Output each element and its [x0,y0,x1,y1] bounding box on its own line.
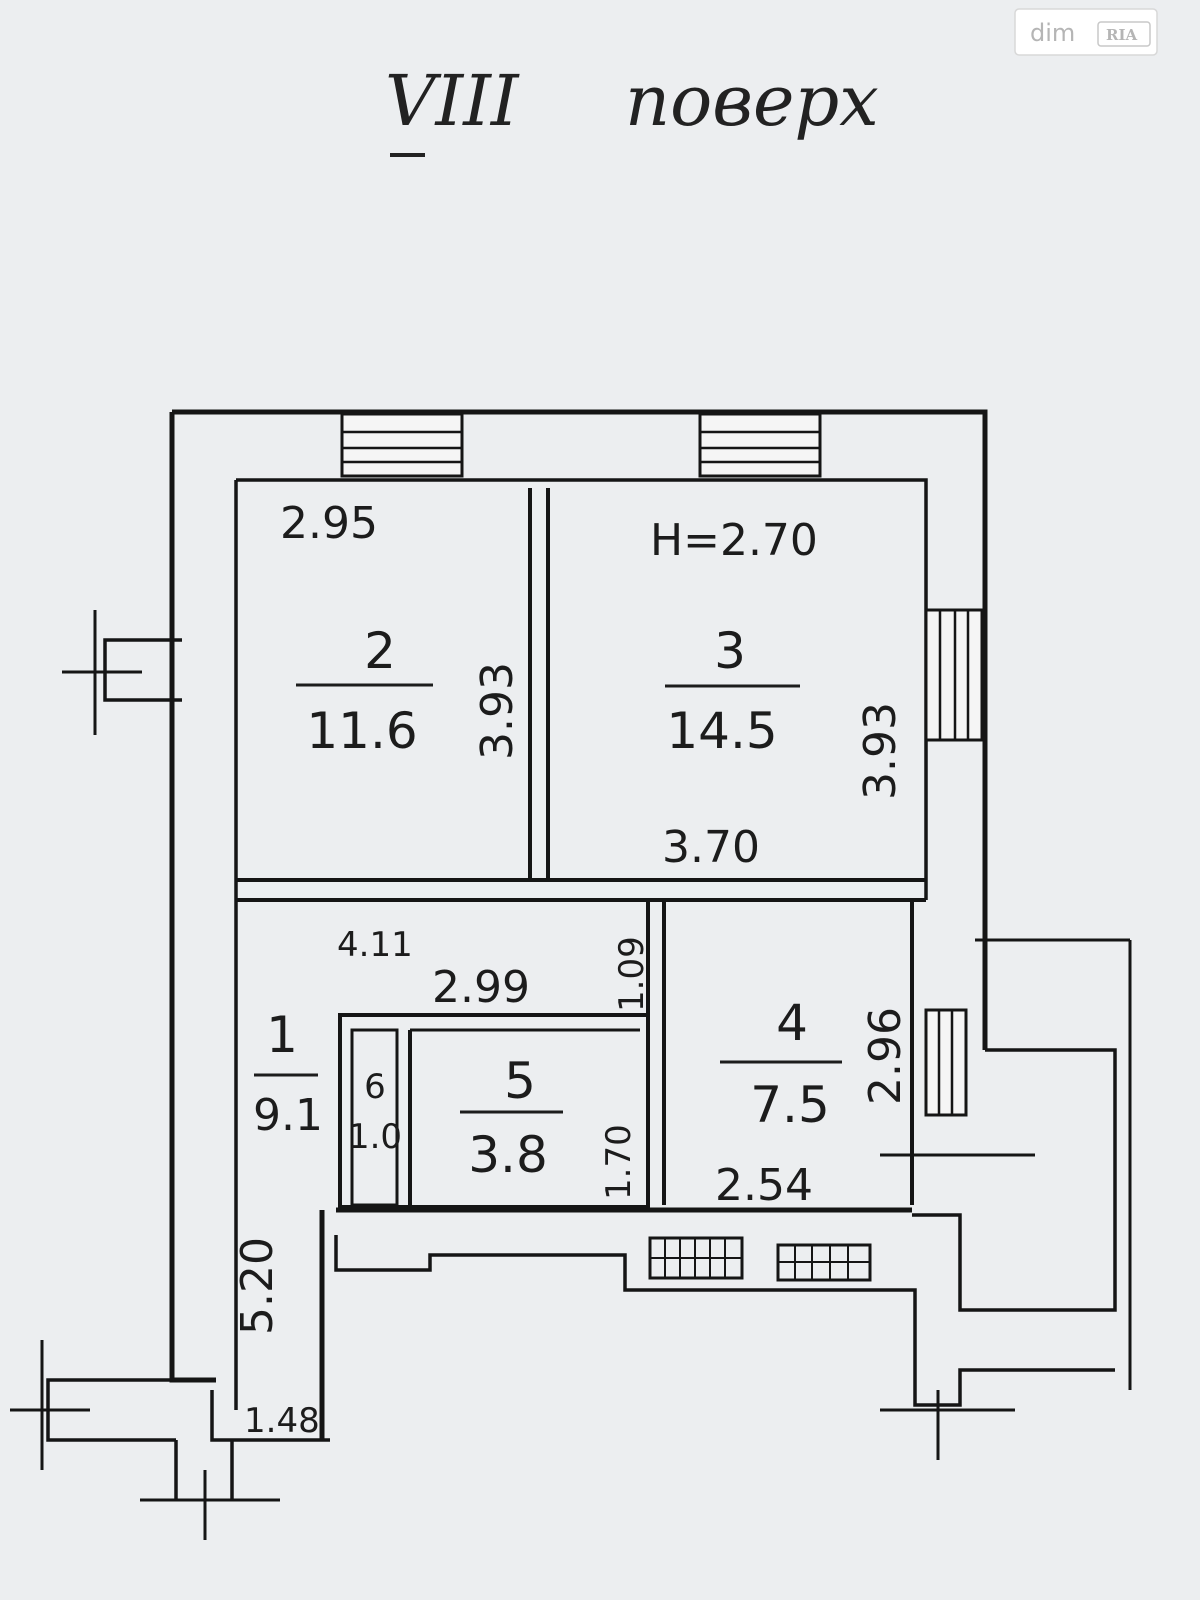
room-2: 2 11.6 [296,622,433,760]
room-3-area: 14.5 [666,702,777,760]
room-6: 6 1.0 [348,1067,402,1157]
windows [340,412,984,1117]
dim-room5-depth: 1.70 [599,1124,639,1200]
room-5-area: 3.8 [468,1126,548,1184]
room-1-area: 9.1 [253,1090,323,1141]
room-3-number: 3 [714,622,746,680]
dim-room3-width: 3.70 [662,822,760,873]
dim-corridor-length: 4.11 [337,925,413,965]
room-1-number: 1 [266,1006,298,1064]
ceiling-height-label: H=2.70 [650,515,818,566]
dim-corridor-inner: 2.99 [432,962,530,1013]
room-4-number: 4 [776,994,808,1052]
room-6-number: 6 [364,1067,386,1107]
room-1: 1 9.1 [253,1006,323,1141]
floor-word: поверх [625,60,879,142]
kitchen-grid-symbols [648,1236,872,1282]
room-2-number: 2 [364,622,396,680]
dimension-labels: 2.95 3.93 3.93 3.70 4.11 2.99 1.09 2.96 … [232,498,911,1441]
floor-roman: VIII [385,60,520,142]
dim-room2-width: 2.95 [280,498,378,549]
watermark: dim RIA [1014,8,1158,56]
interior-walls [236,488,1132,1460]
room-2-area: 11.6 [306,702,417,760]
room-4: 4 7.5 [720,994,842,1134]
dim-room4-depth: 2.96 [860,1007,911,1105]
room-4-area: 7.5 [750,1076,830,1134]
room-5-number: 5 [504,1052,536,1110]
room-5: 5 3.8 [460,1052,563,1184]
room-3: 3 14.5 [665,622,800,760]
dim-hall-length: 5.20 [232,1237,283,1335]
watermark-brand: dim [1030,19,1075,47]
dim-room2-depth: 3.93 [472,662,523,760]
dim-corridor-gap: 1.09 [612,936,652,1012]
dim-room3-depth: 3.93 [855,702,906,800]
room-6-area: 1.0 [348,1117,402,1157]
dim-hall-width: 1.48 [244,1401,320,1441]
outer-walls [10,409,988,1540]
floor-title: VIII поверх [385,60,879,157]
dim-room4-width: 2.54 [715,1160,813,1211]
watermark-sub: RIA [1106,26,1137,44]
